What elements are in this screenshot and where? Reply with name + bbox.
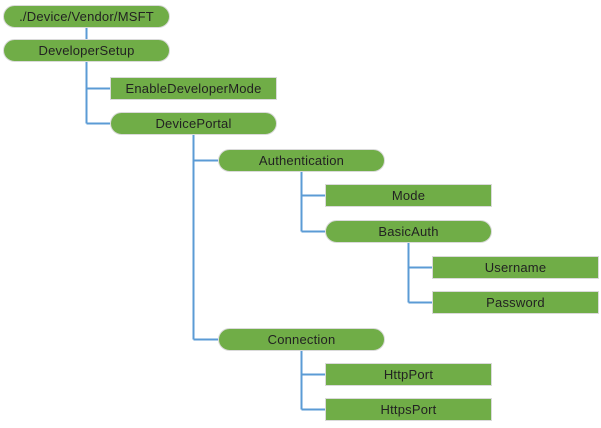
node-basic-auth: BasicAuth (325, 220, 492, 243)
node-http-port: HttpPort (325, 363, 492, 386)
node-developer-setup: DeveloperSetup (3, 39, 170, 62)
connector-deviceportal-children (192, 135, 218, 341)
node-mode: Mode (325, 184, 492, 207)
node-connection: Connection (218, 328, 385, 351)
connector-authentication-children (300, 172, 325, 233)
node-authentication: Authentication (218, 149, 385, 172)
node-enable-developer-mode: EnableDeveloperMode (110, 77, 277, 100)
connector-developersetup-children (85, 62, 110, 125)
connector-basicauth-children (407, 243, 432, 304)
connector-connection-children (300, 351, 325, 411)
node-https-port: HttpsPort (325, 398, 492, 421)
node-password: Password (432, 291, 599, 314)
node-device-portal: DevicePortal (110, 112, 277, 135)
node-msft: ./Device/Vendor/MSFT (3, 5, 170, 28)
node-username: Username (432, 256, 599, 279)
